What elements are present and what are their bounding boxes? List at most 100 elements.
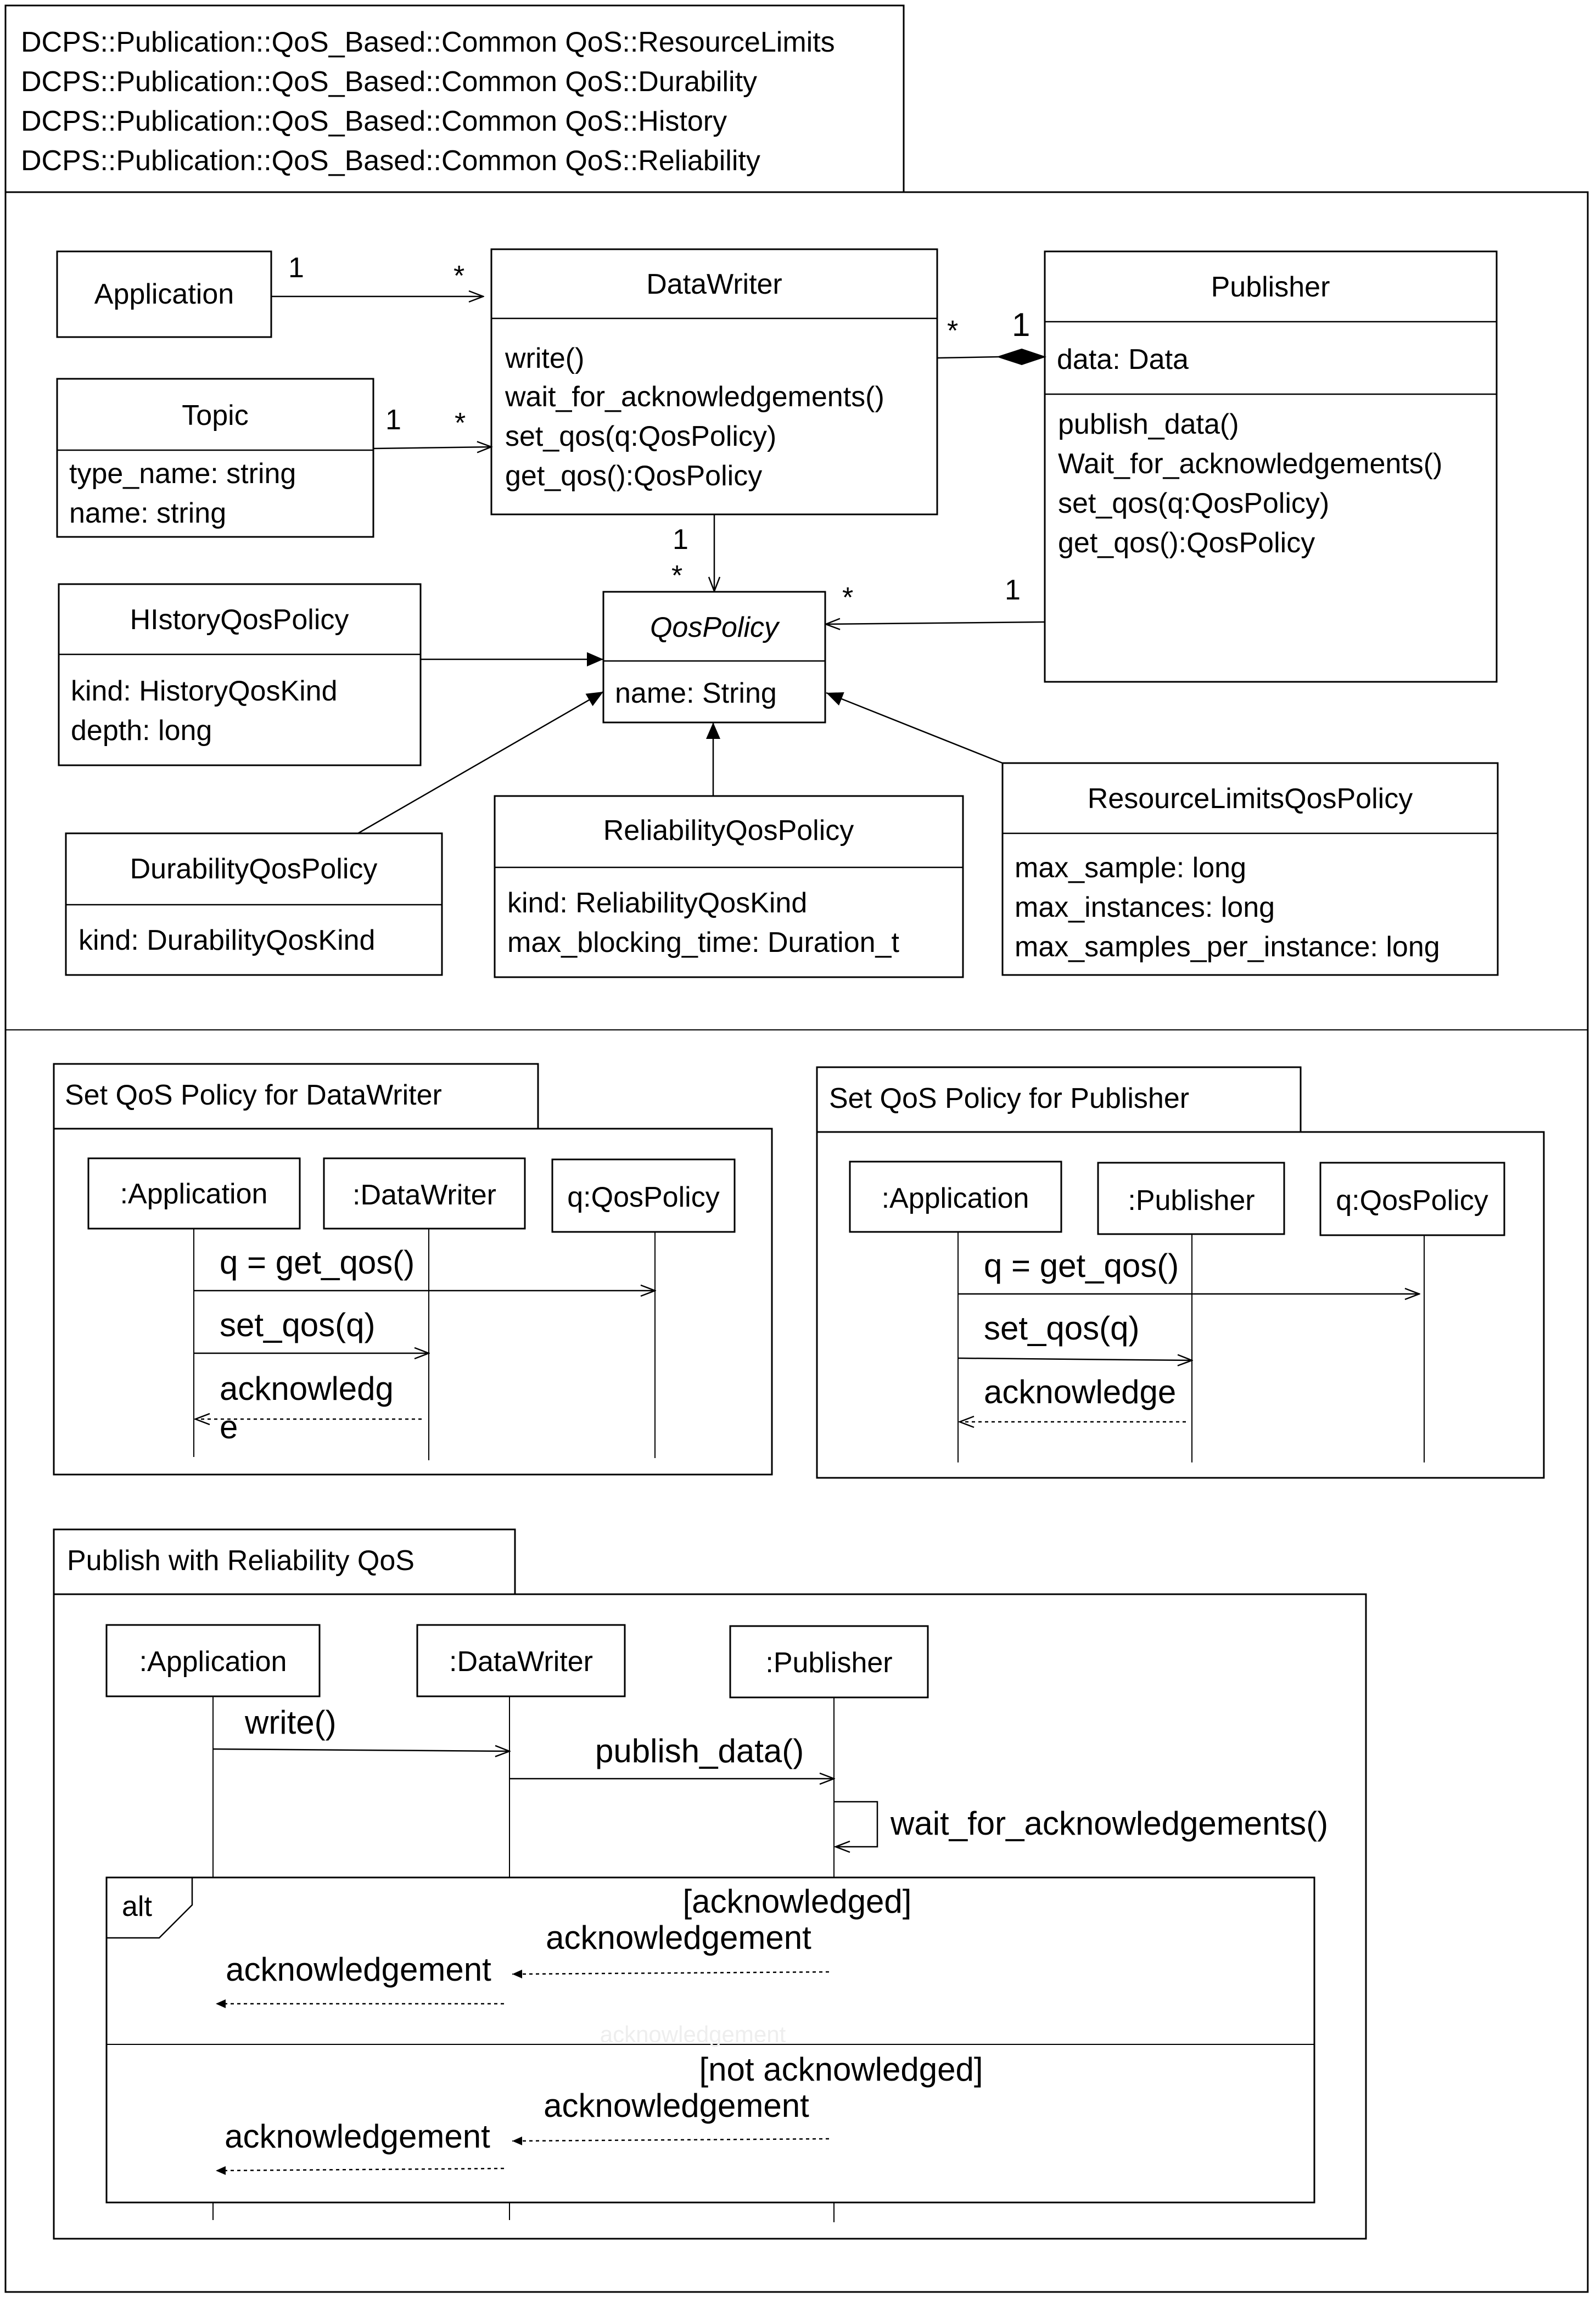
class-historyqospolicy[interactable]: HIstoryQosPolicy kind: HistoryQosKind de… xyxy=(58,583,422,766)
class-topic[interactable]: Topic type_name: string name: string xyxy=(56,378,374,538)
composition-diamond xyxy=(996,348,1047,366)
seq-title: Publish with Reliability QoS xyxy=(67,1545,415,1577)
mult-dw-pub-target: 1 xyxy=(1012,306,1030,343)
package-line-3: DCPS::Publication::QoS_Based::Common QoS… xyxy=(21,105,727,137)
reply-label: acknowledgement xyxy=(225,2118,490,2155)
class-datawriter-method: write() xyxy=(505,343,584,374)
class-historyqospolicy-attribute: depth: long xyxy=(71,715,212,747)
seq-title: Set QoS Policy for DataWriter xyxy=(65,1079,442,1111)
message-label: q = get_qos() xyxy=(220,1244,415,1281)
lifeline-head[interactable] xyxy=(849,1161,1062,1233)
class-durabilityqospolicy[interactable]: DurabilityQosPolicy kind: DurabilityQosK… xyxy=(65,832,443,976)
lifeline-label: :Application xyxy=(139,1646,287,1678)
class-resourcelimitsqospolicy-attribute: max_instances: long xyxy=(1015,892,1275,923)
class-publisher-method: Wait_for_acknowledgements() xyxy=(1058,448,1442,480)
lifeline-head[interactable] xyxy=(87,1157,301,1230)
message-arrow xyxy=(957,1358,1192,1360)
reply-arrow xyxy=(512,1969,830,1978)
generalization-durability xyxy=(357,691,604,834)
mult-app-dw-source: 1 xyxy=(288,252,304,284)
assoc-datawriter-publisher xyxy=(937,356,999,359)
lifeline-head[interactable] xyxy=(1319,1162,1505,1236)
lifeline-head[interactable] xyxy=(1097,1162,1285,1235)
package-line-2: DCPS::Publication::QoS_Based::Common QoS… xyxy=(21,66,757,98)
message-arrow xyxy=(212,1749,509,1751)
self-message-arrow xyxy=(834,1801,878,1847)
class-resourcelimitsqospolicy-name: ResourceLimitsQosPolicy xyxy=(1088,783,1413,815)
class-publisher[interactable]: Publisher data: Data publish_data() Wait… xyxy=(1044,250,1498,683)
lifeline-label: :DataWriter xyxy=(449,1646,593,1678)
class-reliabilityqospolicy-attribute: kind: ReliabilityQosKind xyxy=(507,887,807,919)
mult-dw-qos-target: * xyxy=(671,560,682,592)
alt-guard-ghost: acknowledgement xyxy=(600,2021,786,2047)
lifeline-head[interactable] xyxy=(416,1624,626,1697)
lifeline-label: :Publisher xyxy=(765,1647,892,1679)
lifeline-head[interactable] xyxy=(105,1624,321,1697)
mult-app-dw-target: * xyxy=(453,260,464,292)
class-application-name: Application xyxy=(94,278,234,310)
assoc-topic-datawriter xyxy=(373,447,491,449)
lifeline-head[interactable] xyxy=(729,1625,929,1699)
reply-label: e xyxy=(220,1409,238,1445)
seq-set-qos-publisher: Set QoS Policy for Publisher :Applicatio… xyxy=(816,1066,1545,1479)
seq-set-qos-datawriter: Set QoS Policy for DataWriter :Applicati… xyxy=(53,1063,773,1476)
class-datawriter-name: DataWriter xyxy=(646,268,782,300)
message-label: set_qos(q) xyxy=(984,1310,1139,1347)
seq-title: Set QoS Policy for Publisher xyxy=(829,1083,1189,1114)
alt-fragment xyxy=(105,1876,1315,2204)
reply-arrow xyxy=(512,2136,830,2145)
class-topic-name: Topic xyxy=(182,400,248,431)
alt-tag xyxy=(107,1877,193,1939)
message-label: publish_data() xyxy=(595,1733,804,1769)
package-line-4: DCPS::Publication::QoS_Based::Common QoS… xyxy=(21,145,760,177)
class-durabilityqospolicy-name: DurabilityQosPolicy xyxy=(130,853,378,885)
class-resourcelimitsqospolicy-attribute: max_samples_per_instance: long xyxy=(1015,931,1440,963)
generalization-resourcelimits xyxy=(826,692,1003,764)
class-reliabilityqospolicy-name: ReliabilityQosPolicy xyxy=(603,815,854,847)
class-resourcelimitsqospolicy[interactable]: ResourceLimitsQosPolicy max_sample: long… xyxy=(1001,762,1499,976)
reply-label: acknowledgement xyxy=(226,1951,491,1988)
lifeline-label: :Application xyxy=(882,1182,1029,1214)
alt-label: alt xyxy=(122,1891,152,1923)
mult-dw-qos-source: 1 xyxy=(673,524,688,556)
lifeline-head[interactable] xyxy=(323,1157,526,1230)
lifeline-label: :Publisher xyxy=(1128,1185,1255,1217)
class-publisher-method: get_qos():QosPolicy xyxy=(1058,527,1315,559)
mult-topic-dw-source: 1 xyxy=(385,404,401,436)
message-label: set_qos(q) xyxy=(220,1307,375,1343)
seq-publish-reliability: Publish with Reliability QoS :Applicatio… xyxy=(53,1528,1367,2240)
lifeline-label: q:QosPolicy xyxy=(567,1181,719,1213)
mult-dw-pub-source: * xyxy=(947,315,958,347)
class-reliabilityqospolicy[interactable]: ReliabilityQosPolicy kind: ReliabilityQo… xyxy=(494,795,964,978)
class-application[interactable]: Application xyxy=(56,250,272,338)
reply-arrow xyxy=(215,2166,505,2175)
class-datawriter[interactable]: DataWriter write() wait_for_acknowledgem… xyxy=(490,248,938,515)
class-historyqospolicy-attribute: kind: HistoryQosKind xyxy=(71,675,338,707)
message-label: write() xyxy=(244,1704,337,1741)
class-publisher-method: set_qos(q:QosPolicy) xyxy=(1058,487,1329,519)
class-datawriter-method: get_qos():QosPolicy xyxy=(505,460,762,492)
lifeline-label: :DataWriter xyxy=(352,1179,496,1211)
mult-topic-dw-target: * xyxy=(455,407,466,439)
class-qospolicy[interactable]: QosPolicy name: String xyxy=(602,591,826,724)
class-qospolicy-name: QosPolicy xyxy=(650,612,780,643)
class-qospolicy-attribute: name: String xyxy=(615,677,777,709)
reply-label: acknowledg xyxy=(220,1370,394,1407)
lifeline-label: q:QosPolicy xyxy=(1336,1185,1488,1217)
package-line-1: DCPS::Publication::QoS_Based::Common QoS… xyxy=(21,26,835,58)
class-publisher-attribute: data: Data xyxy=(1057,344,1189,375)
class-topic-attribute: name: string xyxy=(69,497,226,529)
message-label: wait_for_acknowledgements() xyxy=(890,1805,1328,1842)
reply-label: acknowledgement xyxy=(546,1919,811,1956)
class-publisher-method: publish_data() xyxy=(1058,408,1239,440)
class-topic-attribute: type_name: string xyxy=(69,458,296,490)
lifeline-label: :Application xyxy=(120,1178,268,1210)
class-resourcelimitsqospolicy-attribute: max_sample: long xyxy=(1015,852,1246,884)
reply-label: acknowledgement xyxy=(544,2087,809,2124)
alt-guard: [not acknowledged] xyxy=(699,2051,983,2088)
class-datawriter-method: set_qos(q:QosPolicy) xyxy=(505,421,776,452)
lifeline-head[interactable] xyxy=(551,1158,736,1233)
reply-label: acknowledge xyxy=(984,1374,1176,1410)
package-header-box xyxy=(4,4,905,193)
